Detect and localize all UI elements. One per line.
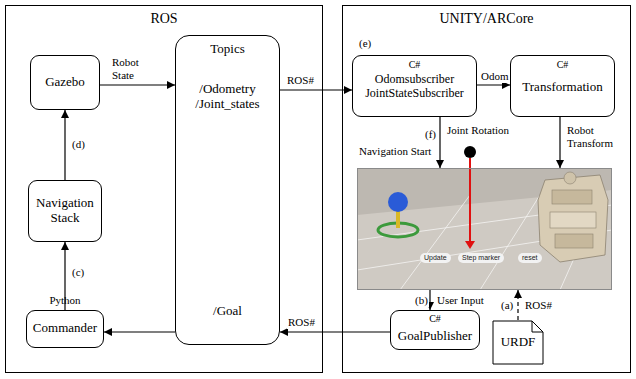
ar-view: Update Step marker reset xyxy=(357,168,612,290)
topics-box: Topics/Odometry /Joint_states/Goal xyxy=(175,35,280,345)
script-box: C# GoalPublisher xyxy=(390,310,480,350)
connector xyxy=(517,290,518,320)
node-text: Topics xyxy=(176,42,279,57)
script-box: C# Odomsubscriber JointStateSubscriber xyxy=(352,55,477,117)
edge-label: ROS# xyxy=(524,299,553,312)
node-text: GoalPublisher xyxy=(391,329,479,344)
document-shape: URDF xyxy=(492,320,544,365)
node-text: /Odometry /Joint_states xyxy=(182,82,273,112)
node-text: UNITY/ARCore xyxy=(343,11,630,27)
process-box: Navigation Stack xyxy=(28,180,102,242)
edge-label: User Input xyxy=(436,294,485,307)
edge-label: Robot State xyxy=(111,56,157,81)
node-text: Odomsubscriber JointStateSubscriber xyxy=(356,73,473,101)
node-text: URDF xyxy=(492,335,544,350)
connector xyxy=(429,290,430,310)
start-dot xyxy=(464,146,476,158)
button-text: reset xyxy=(518,253,542,263)
node-text: C# xyxy=(391,313,479,325)
node-text: C# xyxy=(353,59,476,71)
connector xyxy=(64,110,65,180)
red-leader xyxy=(469,158,471,242)
edge-label: ROS# xyxy=(286,74,315,87)
edge-label: Robot Transform xyxy=(566,124,616,149)
system-box: ROS Gazebo Topics/Odometry /Joint_states/G… xyxy=(5,5,323,373)
robot-model xyxy=(538,172,608,262)
photo-ground xyxy=(357,168,612,290)
node-text: ROS xyxy=(6,11,322,27)
ar-photo xyxy=(357,168,612,290)
callout-label: (a) xyxy=(500,299,514,312)
process-box: Gazebo xyxy=(30,55,100,110)
callout-label: Navigation Start xyxy=(358,145,432,158)
callout-label: (c) xyxy=(71,266,85,279)
connector xyxy=(439,117,440,168)
process-box: PythonCommander xyxy=(26,310,104,348)
callout-label: (b) xyxy=(414,294,429,307)
node-text: Commander xyxy=(27,321,103,336)
edge-label: Odom xyxy=(480,70,510,83)
red-arrowhead xyxy=(465,241,475,249)
connector xyxy=(559,117,560,168)
node-text: C# xyxy=(511,59,614,71)
node-text: Python xyxy=(27,294,103,307)
connector xyxy=(477,84,510,85)
callout-label: (e) xyxy=(358,37,372,50)
edge-label: ROS# xyxy=(287,316,316,329)
script-box: C# Transformation xyxy=(510,55,615,117)
node-text: Transformation xyxy=(511,80,614,95)
connector xyxy=(100,84,175,85)
connector xyxy=(280,331,390,332)
node-text: /Goal xyxy=(176,304,279,319)
callout-label: (d) xyxy=(71,138,86,151)
goal-sphere xyxy=(388,192,408,212)
system-box: UNITY/ARCoreC# Odomsubscriber JointStateS… xyxy=(342,5,631,373)
connector xyxy=(104,331,175,332)
button-text: Update xyxy=(420,253,451,263)
node-text: Navigation Stack xyxy=(32,196,98,226)
node-text: Gazebo xyxy=(45,75,85,90)
button-text: Step marker xyxy=(458,253,504,263)
edge-label: Joint Rotation xyxy=(446,124,510,137)
callout-label: (f) xyxy=(424,128,437,141)
